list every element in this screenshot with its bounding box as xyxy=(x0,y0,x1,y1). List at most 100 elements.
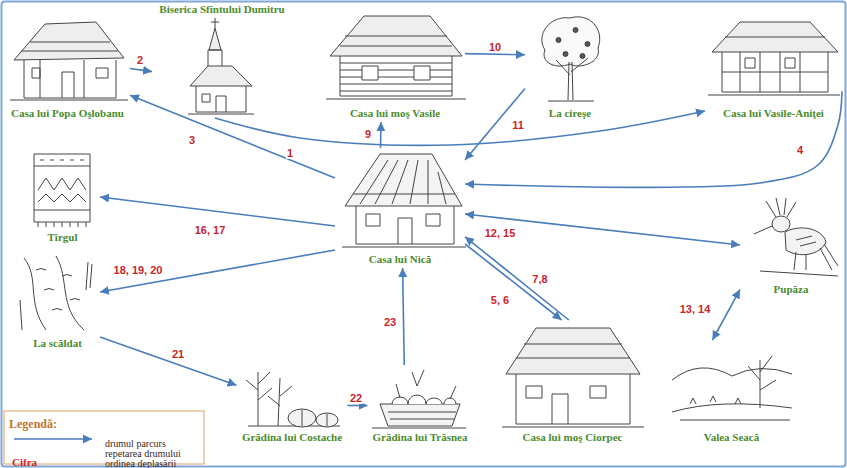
route-arrow xyxy=(465,88,525,160)
popa-house xyxy=(10,22,128,100)
house-windows xyxy=(745,58,795,68)
trasnea-garden xyxy=(372,370,466,428)
vegetables xyxy=(392,395,456,404)
order-number: 21 xyxy=(171,348,185,360)
vasile-house xyxy=(326,16,466,99)
cherry-tree xyxy=(542,17,600,101)
rug-pattern xyxy=(34,160,90,227)
route-arrow xyxy=(100,337,237,385)
rug xyxy=(34,154,90,227)
place-node: Biserica Sfîntului Dumitru xyxy=(152,2,292,118)
order-number: 7,8 xyxy=(531,273,548,285)
nica-house xyxy=(342,154,466,247)
bird-lines xyxy=(754,198,838,276)
route-arrow xyxy=(465,54,525,55)
house-lines xyxy=(708,37,840,95)
route-arrow xyxy=(348,405,368,407)
house-roof xyxy=(506,328,640,374)
route-arrow xyxy=(465,214,740,245)
route-arrow xyxy=(130,95,335,178)
house-lines xyxy=(10,42,128,100)
legend-text: repetarea drumului xyxy=(105,449,181,459)
order-number: 12, 15 xyxy=(484,227,517,239)
place-node: Casa lui Vasile-Aniţei xyxy=(705,12,842,122)
place-node: Casa lui moş Ciorpec xyxy=(500,320,645,446)
valley-lines xyxy=(672,356,792,420)
place-name: Tîrgul xyxy=(46,231,80,244)
place-name: La cireşe xyxy=(547,107,593,120)
dry-valley xyxy=(672,356,792,420)
rug-outline xyxy=(34,154,90,222)
church xyxy=(188,18,254,114)
place-name: Grădina lui Trăsnea xyxy=(371,431,470,444)
place-name: Biserica Sfîntului Dumitru xyxy=(157,3,286,16)
route-arrow xyxy=(130,69,152,72)
pumpkins xyxy=(288,409,338,427)
bird-body xyxy=(772,216,826,255)
tree-crown xyxy=(542,17,600,66)
garden-lines xyxy=(372,370,466,428)
order-number: 10 xyxy=(488,41,502,53)
legend-text: drumul parcurs xyxy=(105,439,166,449)
order-number: 11 xyxy=(511,119,525,131)
house-roof xyxy=(14,22,124,60)
place-node: Valea Seacă xyxy=(668,340,795,446)
route-arrow xyxy=(380,122,382,148)
pumpkin-ribs xyxy=(302,410,327,426)
place-node: Grădina lui Costache xyxy=(237,365,348,446)
basket xyxy=(380,404,460,426)
place-name: Casa lui Nică xyxy=(367,253,433,266)
house-windows xyxy=(362,66,430,80)
order-number: 4 xyxy=(796,144,804,156)
river-lines xyxy=(20,256,92,330)
place-node: Casa lui Nică xyxy=(335,148,465,268)
route-arrow xyxy=(403,268,405,365)
tree-trunk xyxy=(548,58,594,101)
place-name: Casa lui Popa Oşlobanu xyxy=(9,107,126,120)
place-name: Valea Seacă xyxy=(702,431,762,444)
ciorpec-house xyxy=(502,328,644,427)
house-lines xyxy=(502,344,644,427)
place-name: Grădina lui Costache xyxy=(240,431,344,444)
order-number: 16, 17 xyxy=(194,224,227,236)
place-node: Casa lui Popa Oşlobanu xyxy=(5,15,130,122)
order-number: 1 xyxy=(286,147,294,159)
place-name: Casa lui moş Ciorpec xyxy=(521,431,625,444)
order-number: 18, 19, 20 xyxy=(113,264,164,276)
legend-arrow-sample xyxy=(14,438,92,440)
legend-number-sample: Cifra xyxy=(12,456,37,468)
place-name: Casa lui moş Vasile xyxy=(348,107,442,120)
route-arrow xyxy=(215,111,705,145)
anitei-house xyxy=(708,22,840,95)
place-node: La scăldat xyxy=(15,252,100,352)
place-node: Tîrgul xyxy=(25,148,100,246)
legend-text: ordinea deplasării xyxy=(105,459,176,468)
connectors xyxy=(100,54,842,406)
costache-garden xyxy=(246,372,340,427)
order-number: 2 xyxy=(136,54,144,66)
route-arrow xyxy=(100,197,335,226)
place-node: La cireşe xyxy=(525,10,615,122)
hoopoe xyxy=(754,198,838,276)
cherries xyxy=(556,28,590,59)
place-name: Casa lui Vasile-Aniţei xyxy=(721,107,826,120)
place-node: Pupăza xyxy=(740,192,842,298)
route-arrow xyxy=(465,91,842,187)
order-number: 3 xyxy=(188,134,196,146)
place-node: Casa lui moş Vasile xyxy=(325,8,465,122)
church-roof xyxy=(190,28,252,86)
route-arrow xyxy=(100,250,335,292)
corn-stalks xyxy=(246,372,340,426)
order-number: 5, 6 xyxy=(490,294,510,306)
route-arrow xyxy=(712,290,740,340)
place-node: Grădina lui Trăsnea xyxy=(368,365,473,446)
place-name: Pupăza xyxy=(772,283,811,296)
house-lines xyxy=(342,160,466,247)
order-number: 22 xyxy=(349,392,363,404)
route-arrow xyxy=(465,237,569,320)
